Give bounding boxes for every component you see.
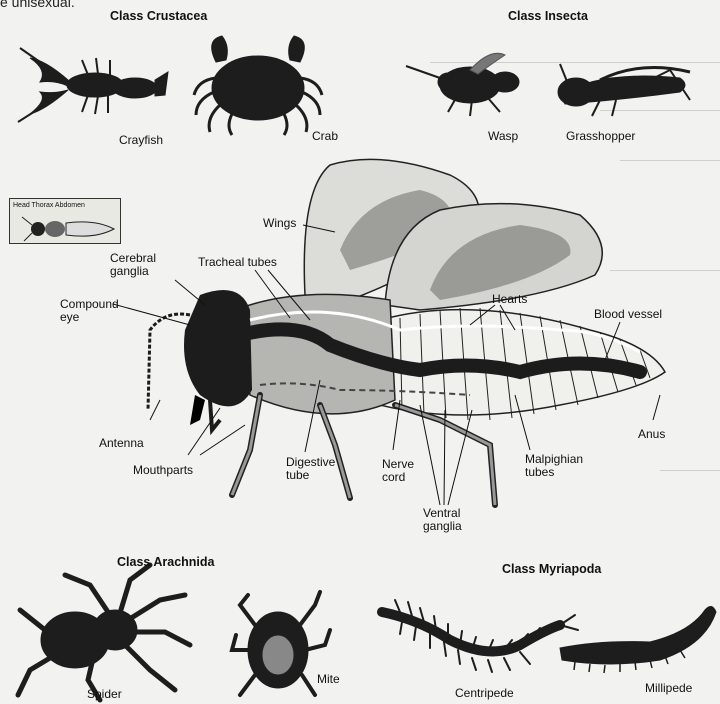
animal-label-grasshopper: Grasshopper [566, 130, 635, 143]
wasp-illustration [406, 53, 519, 116]
centripede-illustration [382, 600, 578, 672]
part-label-hearts: Hearts [492, 293, 527, 306]
animal-label-wasp: Wasp [488, 130, 518, 143]
millipede-illustration [560, 606, 716, 673]
group-title-crustacea: Class Crustacea [110, 10, 207, 23]
part-label-antenna: Antenna [99, 437, 144, 450]
group-title-arachnida: Class Arachnida [117, 556, 215, 569]
part-label-tracheal-tubes: Tracheal tubes [198, 256, 277, 269]
part-label-malpighian-tubes: Malpighian tubes [525, 453, 583, 479]
crab-illustration [194, 36, 322, 135]
body-segments-inset: Head Thorax Abdomen [9, 198, 121, 244]
part-label-digestive-tube: Digestive tube [286, 456, 335, 482]
part-label-nerve-cord: Nerve cord [382, 458, 414, 484]
animal-label-spider: Spider [87, 688, 122, 701]
inset-insect-icon [10, 199, 120, 243]
part-label-wings: Wings [263, 217, 296, 230]
part-label-cerebral-ganglia: Cerebral ganglia [110, 252, 156, 278]
group-title-myriapoda: Class Myriapoda [502, 563, 601, 576]
part-label-anus: Anus [638, 428, 665, 441]
animal-label-mite: Mite [317, 673, 340, 686]
animal-label-crab: Crab [312, 130, 338, 143]
grasshopper-illustration [558, 64, 690, 116]
part-label-compound-eye: Compound eye [60, 298, 119, 324]
part-label-mouthparts: Mouthparts [133, 464, 193, 477]
group-title-insecta: Class Insecta [508, 10, 588, 23]
mite-illustration [232, 592, 330, 695]
animal-label-centripede: Centripede [455, 687, 514, 700]
part-label-ventral-ganglia: Ventral ganglia [423, 507, 462, 533]
animal-label-millipede: Millipede [645, 682, 692, 695]
animal-label-crayfish: Crayfish [119, 134, 163, 147]
crayfish-illustration [18, 48, 168, 122]
part-label-blood-vessel: Blood vessel [594, 308, 662, 321]
spider-illustration [18, 565, 190, 700]
insect-anatomy-illustration [148, 159, 665, 505]
